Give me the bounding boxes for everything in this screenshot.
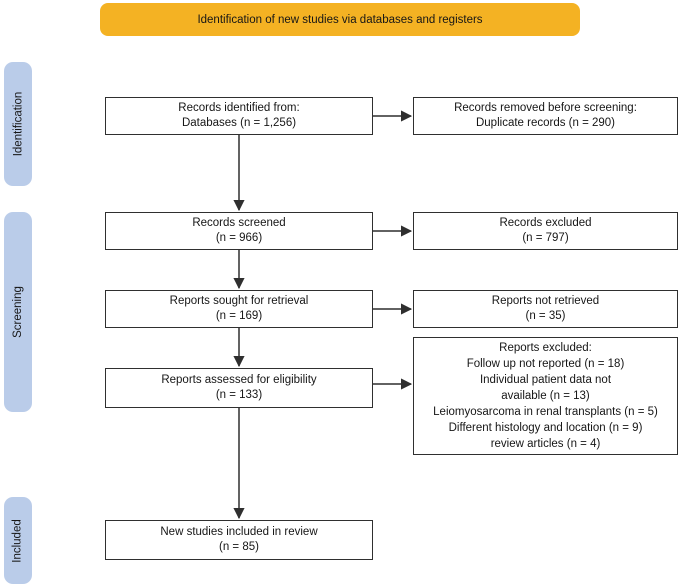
box-reports-excluded-line6: review articles (n = 4): [490, 438, 601, 450]
box-records-removed-line2: Duplicate records (n = 290): [475, 117, 616, 129]
box-new-studies-included: New studies included in review (n = 85): [105, 520, 373, 560]
box-new-studies-included-line2: (n = 85): [219, 541, 259, 553]
box-reports-not-retrieved-line2: (n = 35): [525, 310, 566, 322]
box-records-screened-line2: (n = 966): [215, 232, 263, 244]
box-records-screened-line1: Records screened: [192, 217, 286, 229]
box-reports-assessed-line1: Reports assessed for eligibility: [161, 374, 317, 386]
stage-label-included: Included: [12, 518, 25, 563]
box-records-identified-line2: Databases (n = 1,256): [181, 117, 297, 129]
box-records-excluded-line1: Records excluded: [499, 217, 592, 229]
stage-tab-screening: Screening: [4, 212, 32, 412]
box-records-identified: Records identified from: Databases (n = …: [105, 97, 373, 135]
banner-new-studies: Identification of new studies via databa…: [100, 3, 580, 36]
box-reports-excluded-line5: Different histology and location (n = 9): [448, 422, 643, 434]
banner-label: Identification of new studies via databa…: [197, 13, 483, 26]
box-reports-sought: Reports sought for retrieval (n = 169): [105, 290, 373, 328]
box-reports-sought-line2: (n = 169): [215, 310, 263, 322]
box-reports-assessed: Reports assessed for eligibility (n = 13…: [105, 368, 373, 408]
stage-tab-identification: Identification: [4, 62, 32, 186]
box-reports-assessed-line2: (n = 133): [215, 389, 263, 401]
box-records-screened: Records screened (n = 966): [105, 212, 373, 250]
box-reports-excluded-line1: Follow up not reported (n = 18): [466, 358, 625, 370]
box-new-studies-included-line1: New studies included in review: [160, 526, 318, 538]
box-reports-not-retrieved: Reports not retrieved (n = 35): [413, 290, 678, 328]
box-reports-excluded-line3: available (n = 13): [501, 390, 590, 402]
box-reports-excluded: Reports excluded: Follow up not reported…: [413, 337, 678, 455]
box-reports-excluded-line4: Leiomyosarcoma in renal transplants (n =…: [433, 406, 658, 418]
box-reports-sought-line1: Reports sought for retrieval: [169, 295, 309, 307]
box-records-identified-line1: Records identified from:: [178, 102, 300, 114]
box-reports-excluded-line2: Individual patient data not: [479, 374, 612, 386]
stage-label-screening: Screening: [12, 286, 25, 338]
box-records-excluded: Records excluded (n = 797): [413, 212, 678, 250]
stage-tab-included: Included: [4, 497, 32, 584]
box-records-excluded-line2: (n = 797): [522, 232, 569, 244]
stage-label-identification: Identification: [12, 91, 25, 157]
box-reports-excluded-line0: Reports excluded:: [499, 342, 592, 354]
box-records-removed: Records removed before screening: Duplic…: [413, 97, 678, 135]
box-records-removed-line1: Records removed before screening:: [454, 102, 637, 114]
box-reports-not-retrieved-line1: Reports not retrieved: [491, 295, 600, 307]
